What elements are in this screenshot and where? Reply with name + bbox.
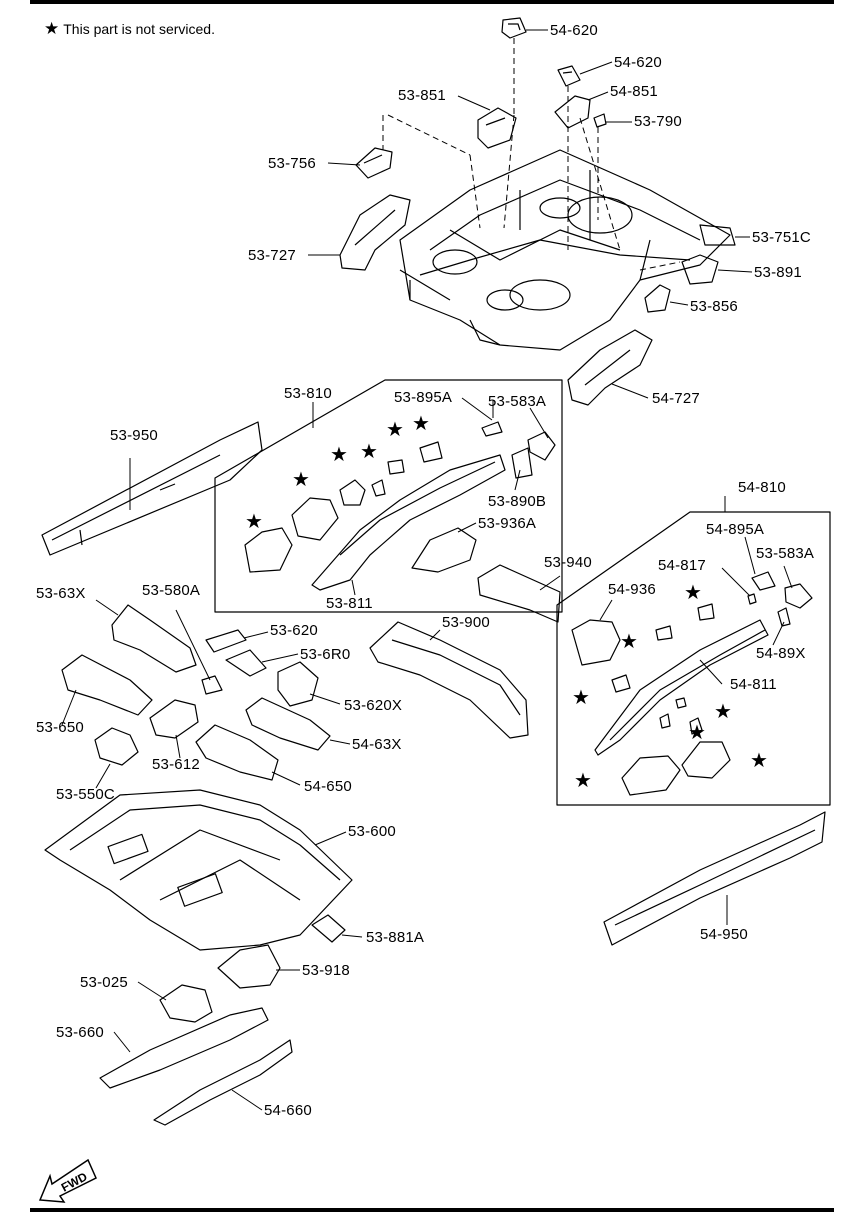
star-icon: ★ — [360, 441, 378, 463]
part-label: 53-650 — [36, 719, 84, 736]
part-label: 53-660 — [56, 1024, 104, 1041]
bracket-54-620b — [557, 65, 581, 87]
star-icon: ★ — [572, 687, 590, 709]
star-icon: ★ — [574, 770, 592, 792]
dashed-lines — [382, 38, 681, 271]
bracket-53-756 — [355, 147, 393, 179]
rail-54-727 — [567, 329, 653, 406]
bracket-54-620a — [501, 17, 527, 39]
part-label: 53-583A — [756, 545, 815, 562]
part-label: 54-895A — [706, 521, 765, 538]
part-label: 53-811 — [326, 595, 373, 612]
part-label: 54-811 — [730, 676, 777, 693]
part-label: 53-620X — [344, 697, 403, 714]
part-label: 53-900 — [442, 614, 490, 631]
part-label: 54-936 — [608, 581, 656, 598]
bracket-53-891 — [681, 254, 719, 285]
top-border-rule — [30, 0, 834, 4]
part-label: 53-895A — [394, 389, 453, 406]
part-label: 54-620 — [550, 22, 598, 39]
part-label: 53-891 — [754, 264, 802, 281]
part-label: 54-851 — [610, 83, 658, 100]
part-label: 54-950 — [700, 926, 748, 943]
part-label: 53-751C — [752, 229, 811, 246]
star-icon: ★ — [330, 444, 348, 466]
part-label: 53-881A — [366, 929, 425, 946]
star-icon: ★ — [750, 750, 768, 772]
star-icon: ★ — [44, 19, 60, 38]
part-label: 54-620 — [614, 54, 662, 71]
rail-53-727 — [339, 194, 411, 271]
part-label: 53-856 — [690, 298, 738, 315]
lower-parts — [99, 811, 826, 1126]
bracket-53-790 — [593, 113, 607, 128]
part-label: 54-810 — [738, 479, 786, 496]
bracket-53-851 — [477, 107, 517, 149]
group-53-810-parts — [244, 421, 556, 591]
part-label: 53-727 — [248, 247, 296, 264]
floor-pan-53-600 — [44, 789, 353, 951]
part-label: 53-810 — [284, 385, 332, 402]
fwd-arrow-icon: FWD — [38, 1158, 97, 1203]
part-label: 54-727 — [652, 390, 700, 407]
part-label: 53-940 — [544, 554, 592, 571]
part-label: 53-790 — [634, 113, 682, 130]
part-label: 53-6R0 — [300, 646, 351, 663]
leader-lines-top — [308, 29, 753, 512]
not-serviced-note-text: This part is not serviced. — [63, 20, 215, 37]
leader-lines-lower — [61, 397, 793, 1111]
star-icon: ★ — [620, 631, 638, 653]
group-box-54-810 — [556, 511, 831, 806]
star-icon: ★ — [245, 511, 263, 533]
rear-floor-assembly — [399, 149, 731, 351]
part-label: 53-756 — [268, 155, 316, 172]
part-label: 53-025 — [80, 974, 128, 991]
part-label: 53-918 — [302, 962, 350, 979]
part-label: 53-600 — [348, 823, 396, 840]
part-label: 54-817 — [658, 557, 706, 574]
part-label: 53-580A — [142, 582, 201, 599]
bracket-53-856 — [644, 284, 671, 313]
bottom-border-rule — [30, 1208, 834, 1212]
part-label: 53-550C — [56, 786, 115, 803]
bracket-54-851 — [554, 95, 591, 129]
part-label: 53-950 — [110, 427, 158, 444]
part-label: 54-63X — [352, 736, 402, 753]
part-label: 53-583A — [488, 393, 547, 410]
part-label: 53-612 — [152, 756, 200, 773]
group-54-810-parts — [571, 571, 813, 796]
part-label: 54-89X — [756, 645, 806, 662]
sill-53-950 — [41, 421, 263, 556]
part-label: 54-660 — [264, 1102, 312, 1119]
part-label: 54-650 — [304, 778, 352, 795]
star-icon: ★ — [386, 419, 404, 441]
group-box-53-810 — [214, 379, 563, 613]
middle-parts — [61, 564, 561, 781]
part-label: 53-63X — [36, 585, 86, 602]
part-label: 53-890B — [488, 493, 547, 510]
star-icon: ★ — [684, 582, 702, 604]
part-label: 53-936A — [478, 515, 537, 532]
star-icon: ★ — [412, 413, 430, 435]
part-label: 53-620 — [270, 622, 318, 639]
star-icon: ★ — [292, 469, 310, 491]
not-serviced-note: ★ This part is not serviced. — [44, 20, 215, 37]
bracket-53-751C — [699, 224, 736, 246]
star-icon: ★ — [714, 701, 732, 723]
part-label: 53-851 — [398, 87, 446, 104]
star-icon: ★ — [688, 722, 706, 744]
